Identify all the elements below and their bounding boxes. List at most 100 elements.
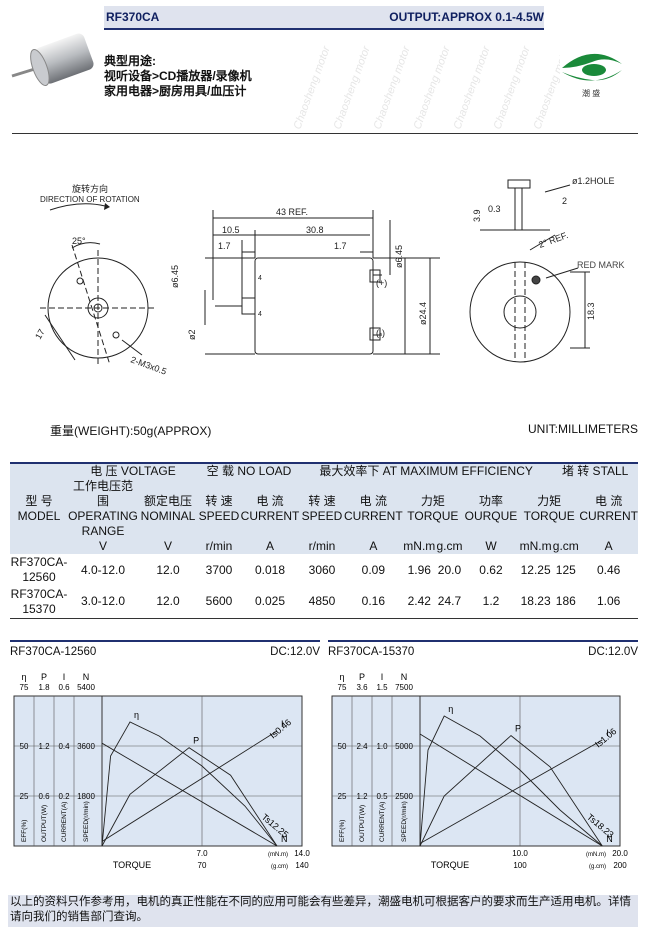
axis-head: η <box>339 672 344 682</box>
y-label: EFF(%) <box>339 820 346 842</box>
svg-text:2-M3x0.5: 2-M3x0.5 <box>129 354 168 376</box>
svg-text:ø2: ø2 <box>187 329 197 340</box>
group-voltage: 电 压 VOLTAGE <box>90 464 176 478</box>
svg-text:0.3: 0.3 <box>488 204 501 214</box>
spec-table: 电 压 VOLTAGE 空 载 NO LOAD 最大效率下 AT MAXIMUM… <box>10 462 638 619</box>
svg-text:ø6.45: ø6.45 <box>170 265 180 288</box>
svg-text:18.3: 18.3 <box>586 302 596 320</box>
axis-head: P <box>41 672 47 682</box>
svg-text:43 REF.: 43 REF. <box>276 207 308 217</box>
tick-label: 50 <box>338 742 347 751</box>
tick-label: 5400 <box>77 683 95 692</box>
tick-label: 0.4 <box>58 742 70 751</box>
svg-text:(+): (+) <box>376 278 387 288</box>
x-tick: 200 <box>613 861 627 870</box>
chart2-condition: DC:12.0V <box>588 646 638 658</box>
series-label: N <box>281 834 288 844</box>
typical-uses: 典型用途: 视听设备>CD播放器/录像机 家用电器>厨房用具/血压计 <box>104 54 252 98</box>
svg-text:Chaosheng motor: Chaosheng motor <box>332 43 374 130</box>
series-label: I <box>281 719 284 729</box>
svg-text:潮 盛: 潮 盛 <box>582 88 600 98</box>
tick-label: 3600 <box>77 742 95 751</box>
output-range: OUTPUT:APPROX 0.1-4.5W <box>389 10 544 24</box>
tick-label: 1.2 <box>356 792 368 801</box>
tick-label: 2500 <box>395 792 413 801</box>
watermark: Chaosheng motor Chaosheng motor Chaoshen… <box>280 30 560 130</box>
tick-label: 1.8 <box>38 683 50 692</box>
tick-label: 1.5 <box>376 683 388 692</box>
tick-label: 0.6 <box>58 683 70 692</box>
axis-head: η <box>21 672 26 682</box>
tick-label: 50 <box>20 742 29 751</box>
tick-label: 75 <box>338 683 347 692</box>
svg-text:(-): (-) <box>376 328 385 338</box>
svg-text:Chaosheng motor: Chaosheng motor <box>492 43 534 130</box>
unit: UNIT:MILLIMETERS <box>527 422 638 436</box>
series-η <box>101 721 278 847</box>
x-unit: (g.cm) <box>271 864 288 870</box>
svg-text:ø24.4: ø24.4 <box>418 302 428 325</box>
tick-label: 1800 <box>77 792 95 801</box>
y-label: EFF(%) <box>21 820 28 842</box>
x-unit: (mN.m) <box>586 852 606 858</box>
brand-logo: 潮 盛 <box>562 53 622 98</box>
svg-text:4: 4 <box>258 311 262 318</box>
svg-text:Chaosheng motor: Chaosheng motor <box>452 43 494 130</box>
svg-text:4: 4 <box>258 275 262 282</box>
series-η <box>419 715 603 847</box>
group-maxeff: 最大效率下 AT MAXIMUM EFFICIENCY <box>319 464 533 478</box>
axis-panel <box>331 695 421 847</box>
series-P <box>419 735 603 847</box>
y-label: CURRENT(A) <box>61 802 68 842</box>
series-I <box>101 730 278 842</box>
axis-head: N <box>83 672 90 682</box>
y-label: CURRENT(A) <box>379 802 386 842</box>
disclaimer: 以上的资料只作参考用，电机的真正性能在不同的应用可能会有些差异，潮盛电机可根据客… <box>8 895 638 927</box>
x-tick: 100 <box>513 861 527 870</box>
tick-label: 0.6 <box>38 792 50 801</box>
tick-label: 5000 <box>395 742 413 751</box>
x-label: TORQUE <box>431 860 469 870</box>
svg-text:RED MARK: RED MARK <box>577 260 625 270</box>
series-P <box>101 747 278 847</box>
svg-text:ø1.2HOLE: ø1.2HOLE <box>572 176 615 186</box>
y-label: OUTPUT(W) <box>359 805 366 842</box>
series-label: η <box>134 710 139 720</box>
series-label: η <box>448 704 453 714</box>
tick-label: 0.5 <box>376 792 388 801</box>
weight: 重量(WEIGHT):50g(APPROX) <box>50 424 212 438</box>
x-unit: (mN.m) <box>268 852 288 858</box>
title-bar: RF370CA OUTPUT:APPROX 0.1-4.5W <box>104 6 544 30</box>
divider-top <box>12 133 638 134</box>
axis-panel <box>13 695 103 847</box>
tick-label: 1.2 <box>38 742 50 751</box>
axis-head: I <box>63 672 66 682</box>
model-title: RF370CA <box>106 10 160 24</box>
svg-text:1.7: 1.7 <box>334 241 347 251</box>
tick-label: 7500 <box>395 683 413 692</box>
tick-label: 3.6 <box>356 683 368 692</box>
chart1-title: RF370CA-12560 <box>10 646 97 658</box>
motor-photo <box>11 33 94 87</box>
series-N <box>101 742 278 847</box>
x-tick: 7.0 <box>196 849 208 858</box>
x-unit: (g.cm) <box>589 864 606 870</box>
group-noload: 空 载 NO LOAD <box>206 464 292 478</box>
x-tick: 20.0 <box>612 849 628 858</box>
x-tick: 10.0 <box>512 849 528 858</box>
axis-head: N <box>401 672 408 682</box>
svg-text:30.8: 30.8 <box>306 225 324 235</box>
svg-text:10.5: 10.5 <box>222 225 240 235</box>
y-label: SPEED(r/min) <box>401 801 408 842</box>
svg-text:Chaosheng motor: Chaosheng motor <box>372 43 414 130</box>
x-tick: 14.0 <box>294 849 310 858</box>
tick-label: 0.2 <box>58 792 70 801</box>
series-label: I <box>606 728 609 738</box>
dimension-drawing: 旋转方向 DIRECTION OF ROTATION 25° 17 2-M3x0… <box>33 176 625 377</box>
svg-text:2° REF.: 2° REF. <box>537 230 569 250</box>
series-N <box>419 733 603 847</box>
